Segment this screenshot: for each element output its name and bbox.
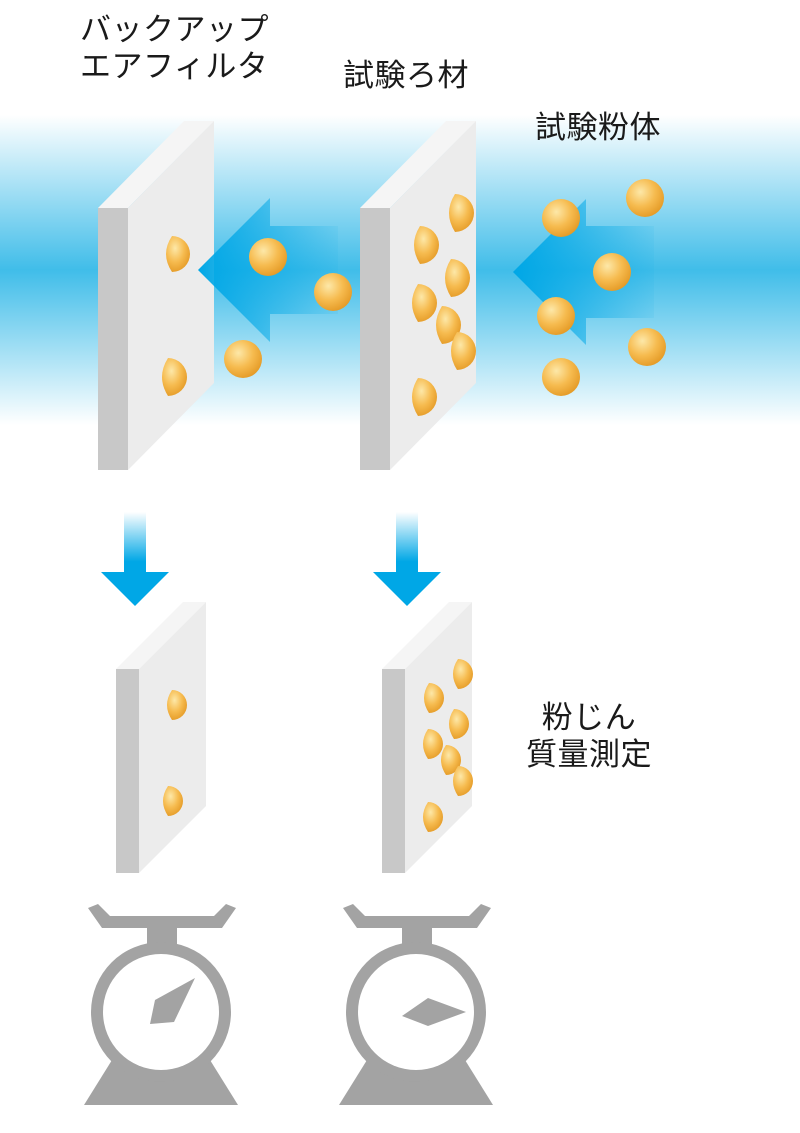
captured-particle bbox=[162, 358, 187, 396]
powder-particle bbox=[628, 328, 666, 366]
backup-filter-face bbox=[128, 121, 214, 470]
scale-needle bbox=[402, 998, 466, 1026]
measure-label-line1: 粉じん bbox=[541, 700, 637, 736]
captured-particle bbox=[167, 690, 187, 720]
trapped-particle bbox=[453, 766, 473, 796]
backup-filter-panel bbox=[98, 121, 214, 470]
trapped-particle bbox=[451, 332, 476, 370]
powder-particle bbox=[542, 199, 580, 237]
trapped-particle bbox=[436, 306, 461, 344]
trapped-particle bbox=[449, 194, 474, 232]
backup-filter-edge bbox=[98, 208, 128, 470]
arrow-down-icon bbox=[373, 512, 441, 606]
test-media-edge bbox=[360, 208, 390, 470]
backup-filter-panel-measured bbox=[116, 602, 206, 873]
test-media-panel bbox=[360, 121, 476, 470]
trapped-particle bbox=[423, 802, 443, 832]
weighing-scale-icon bbox=[84, 904, 238, 1105]
test-media-label: 試験ろ材 bbox=[343, 58, 469, 94]
backup-filter-label-line2: エアフィルタ bbox=[80, 49, 269, 85]
backup-filter-face bbox=[139, 602, 206, 873]
powder-particle bbox=[626, 179, 664, 217]
trapped-particle bbox=[445, 259, 470, 297]
test-media-edge bbox=[382, 669, 405, 873]
test-powder-label: 試験粉体 bbox=[535, 110, 661, 146]
arrow-left-icon bbox=[513, 199, 654, 345]
powder-particle bbox=[542, 358, 580, 396]
scale-base bbox=[84, 1060, 238, 1105]
arrow-down-icon bbox=[101, 512, 169, 606]
trapped-particle bbox=[423, 729, 443, 759]
test-media-top bbox=[360, 121, 476, 208]
powder-particle bbox=[593, 253, 631, 291]
dust-particle bbox=[314, 273, 352, 311]
trapped-particle bbox=[412, 284, 437, 322]
trapped-particle bbox=[414, 226, 439, 264]
trapped-particle bbox=[424, 683, 444, 713]
test-media-top bbox=[382, 602, 472, 669]
test-media-panel-measured bbox=[382, 602, 473, 873]
backup-filter-edge bbox=[116, 669, 139, 873]
backup-filter-top bbox=[98, 121, 214, 208]
captured-particle bbox=[163, 786, 183, 816]
trapped-particle bbox=[412, 378, 437, 416]
scale-base bbox=[339, 1060, 493, 1105]
scale-needle bbox=[150, 978, 195, 1024]
measure-label-line2: 質量測定 bbox=[526, 737, 652, 773]
trapped-particle bbox=[449, 709, 469, 739]
scale-tray bbox=[88, 904, 236, 928]
backup-filter-label: バックアップ エアフィルタ bbox=[80, 12, 269, 86]
trapped-particle bbox=[441, 745, 461, 775]
weighing-scale-icon bbox=[339, 904, 493, 1105]
trapped-particle bbox=[453, 659, 473, 689]
backup-filter-top bbox=[116, 602, 206, 669]
dust-particle bbox=[224, 340, 262, 378]
dust-mass-measurement-label: 粉じん 質量測定 bbox=[526, 700, 652, 774]
captured-particle bbox=[166, 236, 190, 272]
backup-filter-label-line1: バックアップ bbox=[80, 12, 269, 48]
scale-tray bbox=[343, 904, 491, 928]
powder-particle bbox=[537, 297, 575, 335]
dust-particle bbox=[249, 238, 287, 276]
